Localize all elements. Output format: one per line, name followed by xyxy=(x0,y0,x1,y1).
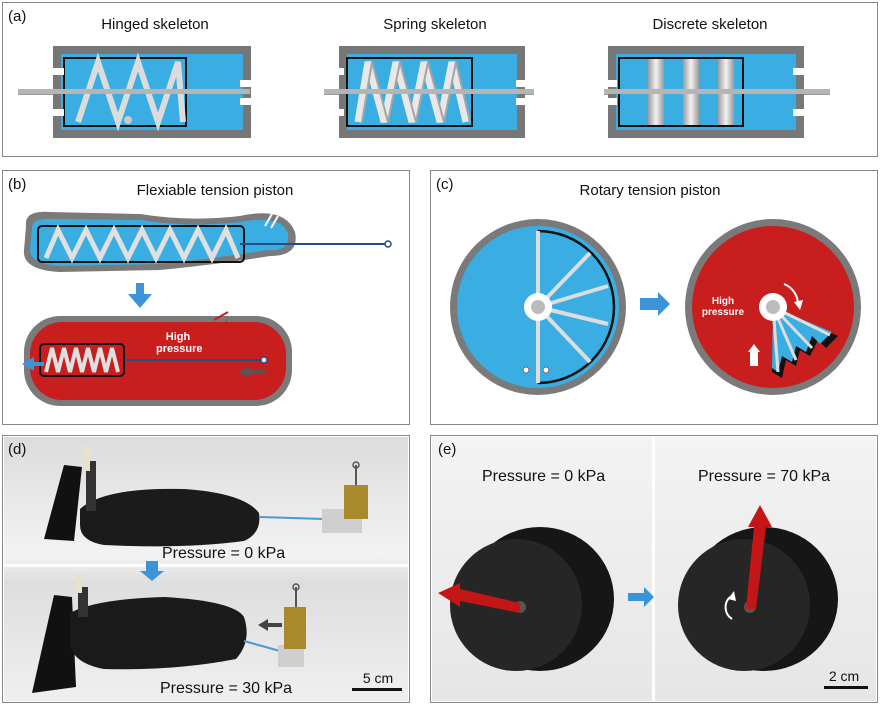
panel-c xyxy=(430,170,878,425)
discrete-skeleton-diagram xyxy=(603,46,830,138)
panel-b-label: (b) xyxy=(8,176,27,193)
panel-c-label: (c) xyxy=(436,176,454,193)
rotary-high-pressure-label: High pressure xyxy=(701,296,745,318)
inflated-actuator-photo xyxy=(32,561,306,693)
hinged-skeleton-diagram xyxy=(18,46,254,138)
rotary-actuator-photos xyxy=(438,437,838,701)
flexible-piston-title: Flexiable tension piston xyxy=(136,182,294,199)
spring-skeleton-title: Spring skeleton xyxy=(383,16,487,33)
panel-d-scale-label: 5 cm xyxy=(362,670,394,686)
discrete-skeleton-title: Discrete skeleton xyxy=(652,16,768,33)
panel-d-label: (d) xyxy=(8,441,27,458)
spring-skeleton-diagram xyxy=(324,46,534,138)
panel-e-label: (e) xyxy=(438,441,457,458)
panel-d-pressure-bottom: Pressure = 30 kPa xyxy=(160,680,293,697)
panel-d xyxy=(2,435,410,703)
panel-d-pressure-top: Pressure = 0 kPa xyxy=(162,545,286,562)
flexible-high-pressure-label: High pressure xyxy=(156,331,203,355)
panel-b xyxy=(2,170,410,425)
panel-d-photo xyxy=(4,437,408,701)
panel-d-scale-bar xyxy=(352,688,402,691)
panel-a xyxy=(2,2,878,157)
panel-e-photo xyxy=(432,437,876,701)
panel-e xyxy=(430,435,878,703)
panel-a-label: (a) xyxy=(8,8,27,25)
deflated-actuator-photo xyxy=(4,447,408,567)
panel-e-pressure-left: Pressure = 0 kPa xyxy=(482,468,606,485)
hinged-skeleton-title: Hinged skeleton xyxy=(101,16,209,33)
rotary-piston-title: Rotary tension piston xyxy=(579,182,721,199)
panel-e-scale-bar xyxy=(824,686,868,689)
panel-e-pressure-right: Pressure = 70 kPa xyxy=(698,468,831,485)
panel-e-scale-label: 2 cm xyxy=(828,668,860,684)
